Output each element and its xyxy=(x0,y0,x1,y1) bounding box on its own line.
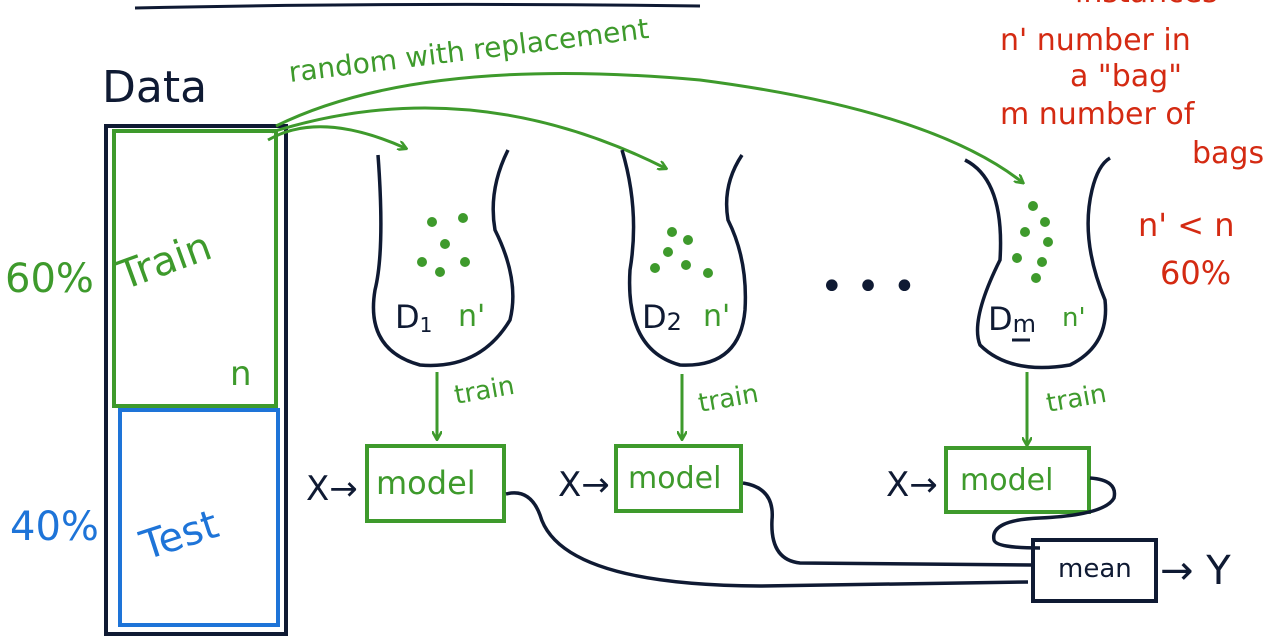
sampling-arrow-3 xyxy=(275,72,1022,182)
bag-m-label: Dm xyxy=(988,300,1036,338)
data-outer-box xyxy=(104,124,288,636)
mean-box xyxy=(1031,538,1158,603)
output-label: → Y xyxy=(1160,548,1231,594)
bag-m-count: n' xyxy=(1062,303,1086,333)
note-instances: instances xyxy=(1075,0,1218,10)
bag-2-outline xyxy=(620,149,748,367)
sampling-arrow-2 xyxy=(271,106,665,168)
note-n-prime-less-n: n' < n xyxy=(1138,206,1235,244)
data-title: Data xyxy=(102,62,207,113)
bag-2-label: D2 xyxy=(642,298,682,336)
note-a-bag: a "bag" xyxy=(1070,59,1182,94)
train-arrow-label-3: train xyxy=(1044,379,1109,419)
note-bags: bags xyxy=(1192,136,1264,171)
model-box-2 xyxy=(614,444,743,513)
model-label-3: model xyxy=(960,463,1053,498)
sampling-arrow-1 xyxy=(267,125,405,148)
n-label: n xyxy=(230,354,252,394)
model-box-1 xyxy=(365,444,506,523)
note-m-number-of: m number of xyxy=(1000,97,1196,132)
mean-label: mean xyxy=(1058,554,1132,584)
note-60-percent: 60% xyxy=(1160,254,1231,292)
connector-model-3-mean xyxy=(992,476,1117,550)
bag-2-count: n' xyxy=(703,299,730,334)
bag-1-label: D1 xyxy=(395,298,432,337)
notes: instances n' number in a "bag" m number … xyxy=(1000,0,1264,292)
train-percent: 60% xyxy=(5,256,94,302)
test-label: Test xyxy=(134,501,224,569)
title-underline-stroke xyxy=(134,2,701,10)
bag-m-outline xyxy=(964,156,1111,370)
input-label-2: X→ xyxy=(558,465,610,505)
model-box-3 xyxy=(944,446,1091,514)
train-arrow-label-1: train xyxy=(452,371,517,411)
input-label-1: X→ xyxy=(306,469,358,509)
test-percent: 40% xyxy=(10,504,99,550)
bag-m-points xyxy=(1012,201,1053,283)
train-label: Train xyxy=(111,223,218,299)
model-label-1: model xyxy=(376,464,476,502)
train-arrow-label-2: train xyxy=(696,379,761,419)
bag-1-points xyxy=(417,213,470,277)
input-label-3: X→ xyxy=(886,465,938,505)
connector-model-2-mean xyxy=(742,481,1033,567)
train-box xyxy=(112,129,278,408)
bag-2-points xyxy=(650,227,713,278)
test-box xyxy=(118,408,280,627)
bag-ellipsis: • • • xyxy=(820,264,916,310)
bag-1-count: n' xyxy=(458,299,485,334)
connector-model-1-mean xyxy=(505,491,1029,588)
note-n-prime-number: n' number in xyxy=(1000,23,1191,58)
model-label-2: model xyxy=(628,461,721,496)
bag-1-outline xyxy=(371,149,515,368)
